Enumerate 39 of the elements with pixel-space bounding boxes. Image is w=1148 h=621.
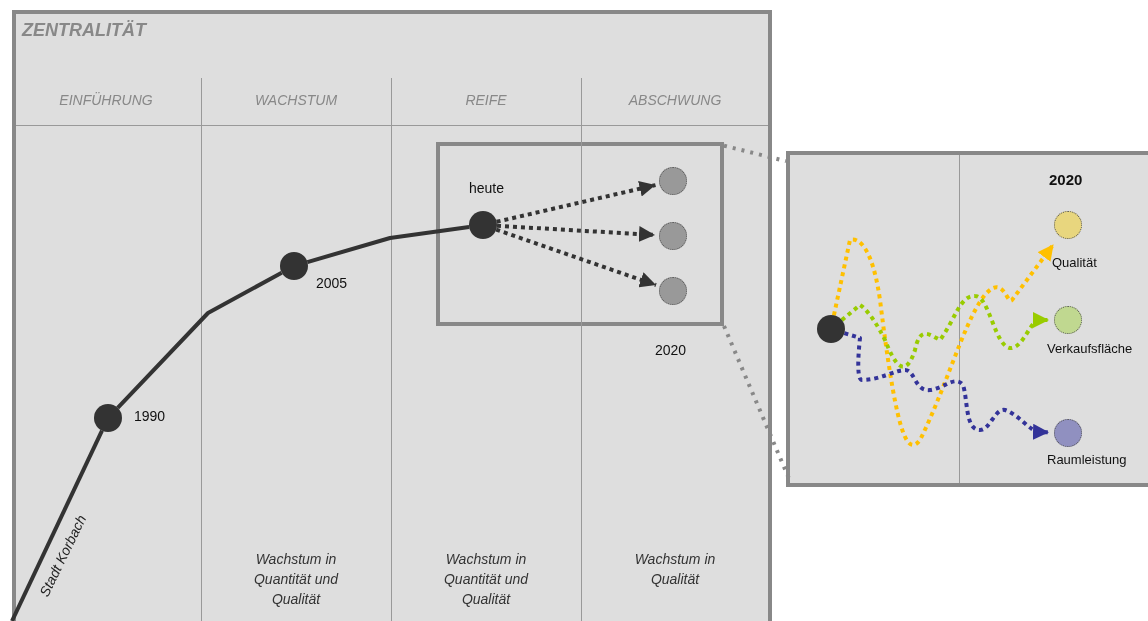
outcome-circle	[1054, 306, 1082, 334]
outcome-circle	[1054, 419, 1082, 447]
year-label: 2005	[316, 275, 348, 291]
phase-heading: ABSCHWUNG	[627, 92, 723, 108]
dotted-arrow	[495, 227, 657, 288]
trend-line	[10, 429, 104, 621]
dotted-arrow	[843, 331, 1050, 440]
panel-title: ZENTRALITÄT	[22, 20, 146, 41]
milestone-dot	[469, 211, 497, 239]
phase-note: Wachstum in Quantität und Qualität	[252, 550, 340, 609]
year-label: 2020	[655, 342, 687, 358]
outcome-circle	[659, 222, 687, 250]
chart-panel	[12, 10, 772, 621]
outcome-label: Raumleistung	[1047, 452, 1127, 467]
dotted-arrow	[840, 294, 1049, 369]
outcome-label: Verkaufsfläche	[1047, 341, 1133, 356]
phase-heading: REIFE	[464, 92, 508, 108]
outcome-label: Qualität	[1052, 255, 1097, 270]
phase-note: Wachstum in Quantität und Qualität	[442, 550, 530, 609]
trend-line	[306, 224, 470, 264]
year-label: 1990	[134, 408, 166, 424]
detail-panel	[786, 151, 1148, 487]
outcome-circle	[659, 277, 687, 305]
dotted-arrow	[496, 180, 656, 224]
milestone-dot	[94, 404, 122, 432]
dotted-arrow	[496, 223, 656, 243]
year-heading: 2020	[1049, 171, 1083, 188]
phase-note: Wachstum in Qualität	[633, 550, 717, 589]
phase-heading: WACHSTUM	[253, 92, 339, 108]
dotted-arrow	[831, 237, 1056, 447]
milestone-dot	[280, 252, 308, 280]
zoom-connector-line	[723, 143, 787, 164]
zoom-frame	[436, 142, 724, 326]
outcome-circle	[1054, 211, 1082, 239]
milestone-dot	[817, 315, 845, 343]
year-label: heute	[469, 180, 505, 196]
phase-heading: EINFÜHRUNG	[58, 92, 154, 108]
outcome-circle	[659, 167, 687, 195]
trend-line	[116, 270, 283, 410]
